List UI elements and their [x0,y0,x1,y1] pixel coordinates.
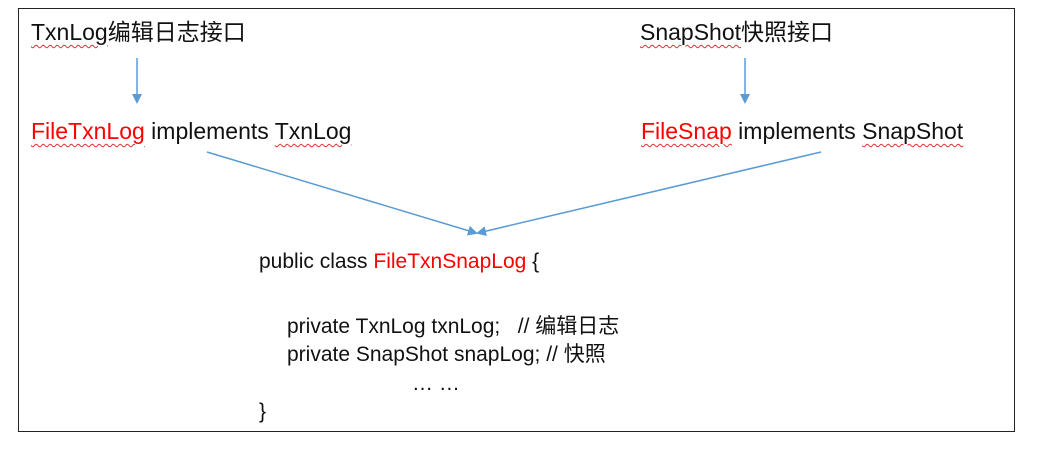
code-ellipsis: … … [412,372,460,395]
txnlog-interface-name: TxnLog [31,19,108,45]
txnlog-impl-iface: TxnLog [274,118,352,144]
class-declaration-line: public class FileTxnSnapLog { [259,248,539,276]
txnlog-interface-desc: 编辑日志接口 [107,19,246,45]
class-close-brace: } [259,400,267,423]
txnlog-interface-label: TxnLog编辑日志接口 [31,18,246,46]
arrow-filesnap-to-filetxnsnaplog [476,151,822,237]
snapshot-interface-label: SnapShot快照接口 [640,18,833,46]
class-decl-prefix: public class [259,250,374,273]
field-snaplog-line: private SnapShot snapLog; // 快照 [287,343,606,366]
filetxnsnaplog-class-name: FileTxnSnapLog [373,250,527,273]
filesnap-impl-label: FileSnap implements SnapShot [641,117,963,145]
diagram-frame [18,8,1015,432]
filetxnlog-class-name: FileTxnLog [31,118,145,144]
implements-keyword-left: implements [144,118,275,144]
arrow-filetxnlog-to-filetxnsnaplog [206,151,478,236]
field-txnlog-line: private TxnLog txnLog; // 编辑日志 [287,315,620,338]
snapshot-interface-desc: 快照接口 [741,19,834,45]
filetxnlog-impl-label: FileTxnLog implements TxnLog [31,117,351,145]
class-decl-suffix: { [526,250,540,273]
implements-keyword-right: implements [731,118,863,144]
snapshot-impl-iface: SnapShot [862,118,964,144]
snapshot-interface-name: SnapShot [640,19,742,45]
filesnap-class-name: FileSnap [641,118,732,144]
